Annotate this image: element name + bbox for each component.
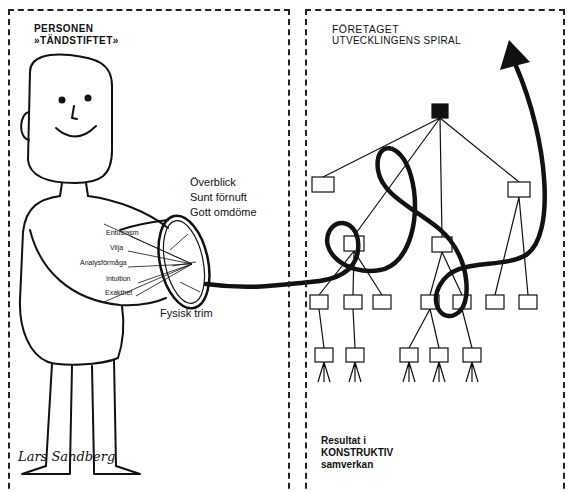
org-box <box>486 295 504 309</box>
org-box <box>346 348 364 362</box>
quality-label: Intuition <box>106 275 131 283</box>
org-box <box>400 348 418 362</box>
development-spiral <box>206 66 545 316</box>
man-ear <box>21 112 29 140</box>
person-panel: PERSONEN»TÄNDSTIFTET» <box>8 9 290 492</box>
man-head <box>28 54 112 183</box>
man-torso-left <box>20 196 60 362</box>
org-box <box>312 177 334 192</box>
org-box <box>463 348 481 362</box>
man-arm <box>30 230 166 305</box>
root-fork <box>318 362 478 382</box>
man-neck <box>60 183 88 196</box>
org-line <box>323 118 519 237</box>
org-lines <box>318 118 528 382</box>
leader-line <box>170 234 200 292</box>
quality-label: Vilja <box>110 244 123 252</box>
quality-label: Analysförmåga <box>80 259 127 267</box>
man-eye <box>60 98 65 103</box>
org-top-box <box>432 104 448 118</box>
org-box <box>344 236 364 251</box>
man-eye <box>86 96 91 101</box>
org-box <box>373 295 391 309</box>
cartoon-man <box>20 54 168 474</box>
org-box <box>430 348 448 362</box>
company-panel: FÖRETAGETUTVECKLINGENS SPIRAL Resultat i … <box>305 9 565 492</box>
org-box <box>344 295 362 309</box>
man-nose <box>72 106 77 119</box>
panel-subheading: UTVECKLINGENS SPIRAL <box>332 35 461 47</box>
org-box <box>508 182 530 197</box>
quality-label: Exakthet <box>105 289 132 297</box>
result-note: Resultat i KONSTRUKTIV samverkan <box>321 435 421 471</box>
man-hips <box>48 306 123 365</box>
man-smile <box>56 126 96 137</box>
org-boxes <box>310 104 537 362</box>
quality-label: Gott omdöme <box>190 206 257 218</box>
artist-signature: Lars Sandberg <box>18 450 115 464</box>
man-foot <box>22 466 70 474</box>
panel-heading: PERSONEN <box>34 23 93 35</box>
org-box <box>310 295 328 309</box>
man-foot <box>94 466 140 474</box>
quality-label: Fysisk trim <box>160 307 213 319</box>
quality-label: Sunt förnuft <box>190 191 247 203</box>
org-box <box>519 295 537 309</box>
quality-label: Överblick <box>190 176 236 188</box>
org-box <box>315 348 333 362</box>
man-shoulder-right <box>88 196 168 228</box>
panel-heading: FÖRETAGET <box>332 23 399 36</box>
spiral-arrowhead <box>500 40 530 70</box>
panel-heading: »TÄNDSTIFTET» <box>34 35 119 47</box>
quality-label: Entusiasm <box>106 229 139 237</box>
